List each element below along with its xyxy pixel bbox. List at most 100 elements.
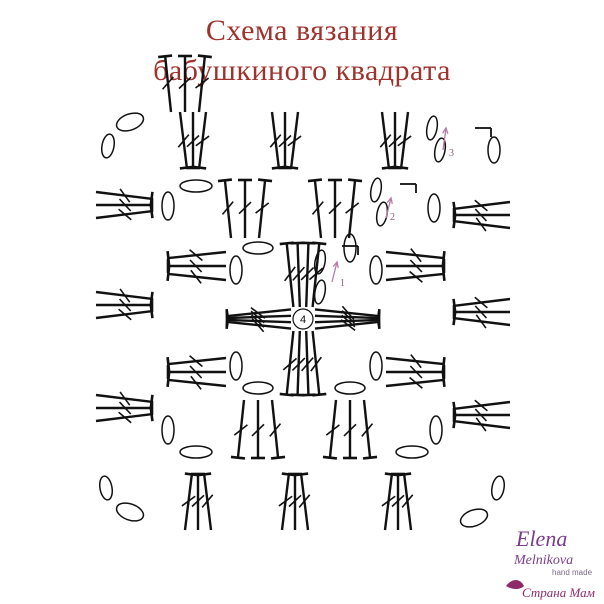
row-number-1: 1 xyxy=(340,278,345,289)
center-round-count: 4 xyxy=(300,314,306,326)
double-crochet-stitch-icon xyxy=(385,354,446,372)
logo-name-last: Melnikova xyxy=(513,553,573,568)
row-arrow-head-icon xyxy=(332,260,339,269)
row-number-2: 2 xyxy=(390,212,395,223)
chain-stitch-icon xyxy=(425,115,439,141)
double-crochet-stitch-icon xyxy=(385,372,446,389)
double-crochet-stitch-icon xyxy=(178,54,192,112)
double-crochet-stitch-icon xyxy=(186,112,200,170)
chain-stitch-icon xyxy=(459,508,489,528)
chain-stitch-icon xyxy=(242,241,274,255)
double-crochet-stitch-icon xyxy=(452,199,511,216)
chain-stitch-icon xyxy=(313,249,327,275)
double-crochet-stitch-icon xyxy=(322,399,340,460)
row-arrow-head-icon xyxy=(386,196,393,205)
double-crochet-stitch-icon xyxy=(166,365,226,379)
double-crochet-stitch-icon xyxy=(166,266,227,284)
chain-stitch-icon xyxy=(115,112,145,132)
double-crochet-stitch-icon xyxy=(288,472,302,530)
stitch-symbols xyxy=(95,54,511,531)
chain-stitch-icon xyxy=(313,279,327,305)
row-arrow-head-icon xyxy=(442,126,449,134)
double-crochet-stitch-icon xyxy=(307,178,324,239)
chain-stitch-icon xyxy=(161,191,175,221)
logo-site: Страна Мам xyxy=(522,585,595,600)
double-crochet-stitch-icon xyxy=(166,259,226,273)
double-crochet-stitch-icon xyxy=(192,111,210,170)
double-crochet-stitch-icon xyxy=(284,111,302,170)
double-crochet-stitch-icon xyxy=(225,314,292,333)
double-crochet-stitch-icon xyxy=(238,178,252,238)
double-crochet-stitch-icon xyxy=(452,208,510,222)
double-crochet-stitch-icon xyxy=(386,365,446,379)
double-crochet-stitch-icon xyxy=(166,355,227,372)
chain-stitch-icon xyxy=(369,351,383,381)
row-arrow-icon xyxy=(442,127,447,151)
double-crochet-stitch-icon xyxy=(230,399,248,460)
double-crochet-stitch-icon xyxy=(95,304,154,321)
row-arrow-icon xyxy=(385,197,392,219)
elena-melnikova-logo: Elena Melnikova hand made Страна Мам xyxy=(506,526,595,600)
double-crochet-stitch-icon xyxy=(96,198,154,212)
double-crochet-stitch-icon xyxy=(197,472,214,531)
chain-stitch-icon xyxy=(100,133,116,159)
double-crochet-stitch-icon xyxy=(191,472,205,530)
chain-stitch-icon xyxy=(433,137,447,163)
chain-stitch-icon xyxy=(161,415,175,445)
magic-ring-icon xyxy=(292,308,314,330)
double-crochet-stitch-icon xyxy=(386,259,446,273)
double-crochet-stitch-icon xyxy=(391,472,405,530)
double-crochet-stitch-icon xyxy=(269,399,286,460)
row-arrow-icon xyxy=(331,261,338,283)
chain-stitch-icon xyxy=(429,415,443,445)
double-crochet-stitch-icon xyxy=(385,248,446,266)
double-crochet-stitch-icon xyxy=(95,407,154,424)
double-crochet-stitch-icon xyxy=(452,214,511,232)
double-crochet-stitch-icon xyxy=(394,111,412,170)
double-crochet-stitch-icon xyxy=(177,111,194,170)
double-crochet-stitch-icon xyxy=(217,178,234,239)
double-crochet-stitch-icon xyxy=(345,178,363,239)
double-crochet-stitch-icon xyxy=(251,400,265,460)
double-crochet-stitch-icon xyxy=(343,400,357,460)
double-crochet-stitch-icon xyxy=(294,472,311,531)
logo-name-first: Elena xyxy=(515,526,567,551)
chain-stitch-icon xyxy=(242,381,274,395)
double-crochet-stitch-icon xyxy=(388,112,402,170)
double-crochet-stitch-icon xyxy=(278,112,292,170)
chain-stitch-icon xyxy=(369,255,383,285)
chain-stitch-icon xyxy=(427,193,441,223)
chain-stitch-icon xyxy=(179,179,213,193)
chain-stitch-icon xyxy=(369,177,383,203)
row-direction-arrows xyxy=(331,126,449,283)
double-crochet-stitch-icon xyxy=(166,249,227,266)
logo-tagline: hand made xyxy=(552,568,593,577)
double-crochet-stitch-icon xyxy=(328,178,342,238)
double-crochet-stitch-icon xyxy=(452,408,510,422)
double-crochet-stitch-icon xyxy=(255,178,273,239)
chain-stitch-icon xyxy=(229,255,243,285)
double-crochet-stitch-icon xyxy=(96,401,154,415)
chain-stitch-icon xyxy=(487,136,501,164)
double-crochet-stitch-icon xyxy=(269,111,286,170)
double-crochet-stitch-icon xyxy=(195,54,212,113)
double-crochet-stitch-icon xyxy=(310,330,327,397)
double-crochet-stitch-icon xyxy=(452,399,511,416)
double-crochet-stitch-icon xyxy=(385,266,446,283)
chain-stitch-icon xyxy=(98,475,114,501)
double-crochet-stitch-icon xyxy=(397,472,414,531)
double-crochet-stitch-icon xyxy=(314,314,381,332)
double-crochet-stitch-icon xyxy=(158,54,174,113)
chain-stitch-icon xyxy=(395,445,429,459)
double-crochet-stitch-icon xyxy=(361,399,378,460)
double-crochet-stitch-icon xyxy=(96,298,154,312)
double-crochet-stitch-icon xyxy=(452,311,511,329)
double-crochet-stitch-icon xyxy=(452,414,511,432)
chain-stitch-icon xyxy=(343,233,357,263)
chain-stitch-icon xyxy=(229,351,243,381)
chain-stitch-icon xyxy=(490,475,506,501)
double-crochet-stitch-icon xyxy=(95,204,154,221)
chain-stitch-icon xyxy=(115,502,145,522)
